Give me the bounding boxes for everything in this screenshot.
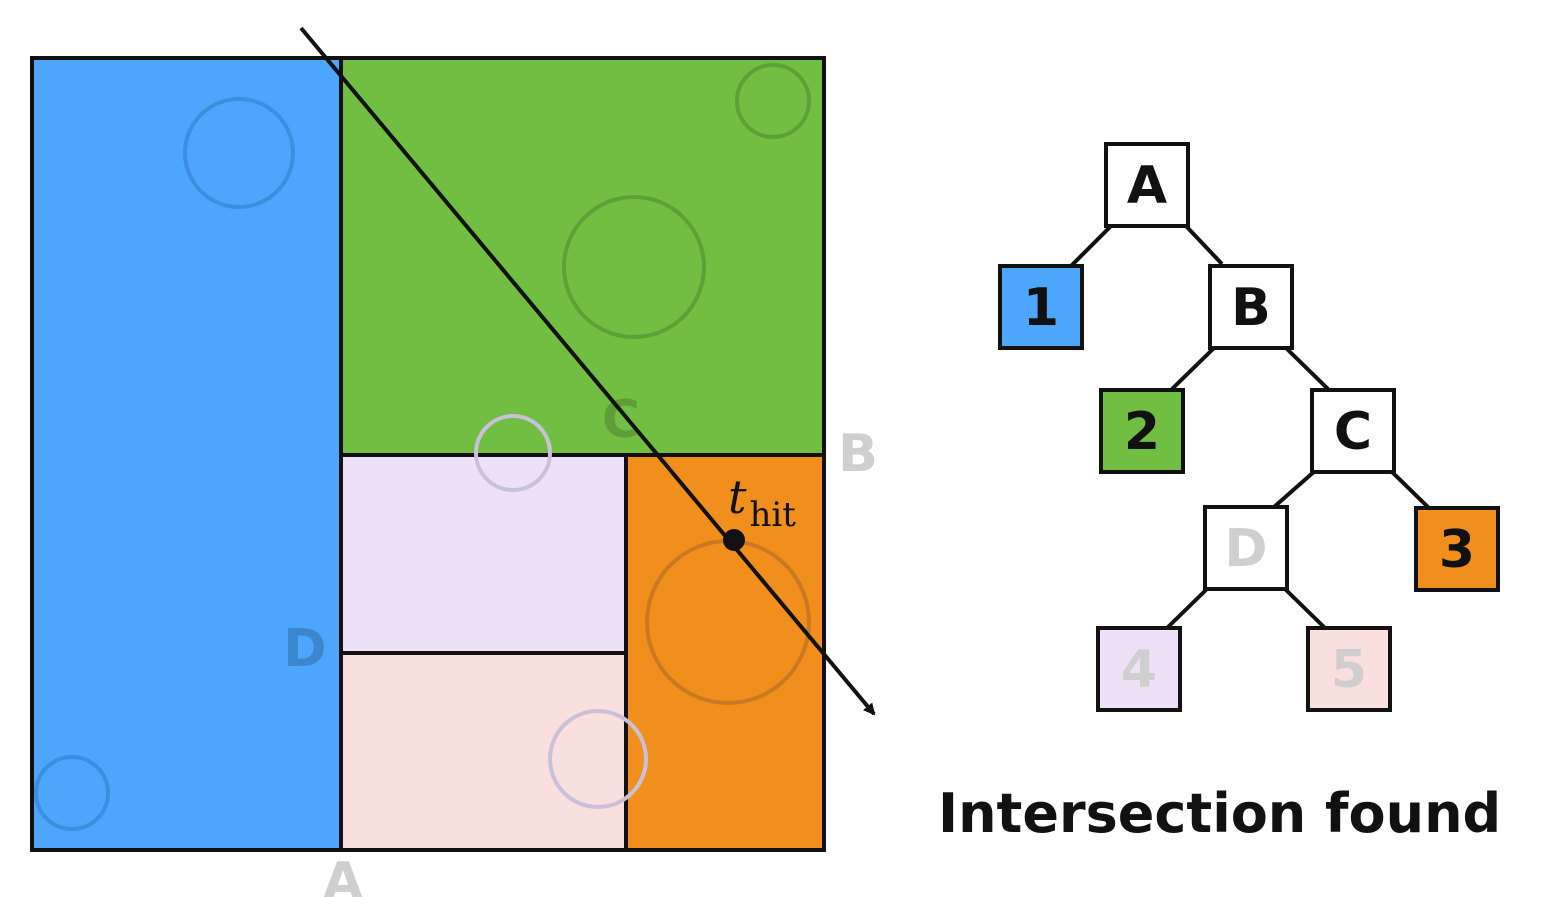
tree-edge <box>1272 468 1318 509</box>
split-label-c: C <box>602 390 640 450</box>
tree-node-B: B <box>1208 264 1294 350</box>
tree-edge <box>1284 346 1330 391</box>
object-circle <box>735 63 811 139</box>
tree-edge <box>1388 468 1432 511</box>
tree-edge <box>1165 586 1210 630</box>
split-label-a: A <box>323 852 363 897</box>
hit-point <box>723 529 745 551</box>
tree-node-5: 5 <box>1306 626 1392 712</box>
ray <box>299 26 876 716</box>
object-circle <box>474 414 552 492</box>
region-2 <box>339 56 826 457</box>
object-circle <box>34 755 110 831</box>
region-1 <box>30 56 343 852</box>
tree-node-3: 3 <box>1414 506 1500 592</box>
svg-text:B: B <box>1231 278 1271 338</box>
tree-node-D: D <box>1203 505 1289 591</box>
object-circle <box>562 195 706 339</box>
region-3 <box>624 453 826 852</box>
status-caption: Intersection found <box>938 782 1502 845</box>
region-5 <box>339 651 628 852</box>
tree-node-2: 2 <box>1099 388 1185 474</box>
split-label-d: D <box>283 619 326 679</box>
scene: A B C D thit <box>30 26 878 897</box>
hit-label: thit <box>728 470 796 535</box>
tree-node-1: 1 <box>998 264 1084 350</box>
split-label-b: B <box>838 424 878 484</box>
svg-text:1: 1 <box>1023 278 1059 338</box>
svg-text:4: 4 <box>1121 640 1157 700</box>
tree-node-4: 4 <box>1096 626 1182 712</box>
svg-text:5: 5 <box>1331 640 1367 700</box>
tree-edge <box>1068 224 1113 269</box>
svg-text:2: 2 <box>1124 402 1160 462</box>
hit-label-sub: hit <box>750 495 797 535</box>
svg-text:D: D <box>1224 519 1267 579</box>
tree-edge <box>1184 224 1224 266</box>
svg-text:A: A <box>1127 156 1167 216</box>
tree-node-A: A <box>1104 142 1190 228</box>
tree-edge <box>1282 586 1327 630</box>
svg-text:C: C <box>1334 402 1372 462</box>
bvh-tree: A 1 B 2 C D 3 4 <box>998 142 1500 712</box>
tree-node-C: C <box>1310 388 1396 474</box>
object-circle <box>548 709 648 809</box>
hit-label-var: t <box>728 470 747 524</box>
region-4 <box>339 453 628 655</box>
svg-text:3: 3 <box>1439 520 1475 580</box>
object-circle <box>183 97 295 209</box>
tree-edge <box>1170 346 1216 391</box>
